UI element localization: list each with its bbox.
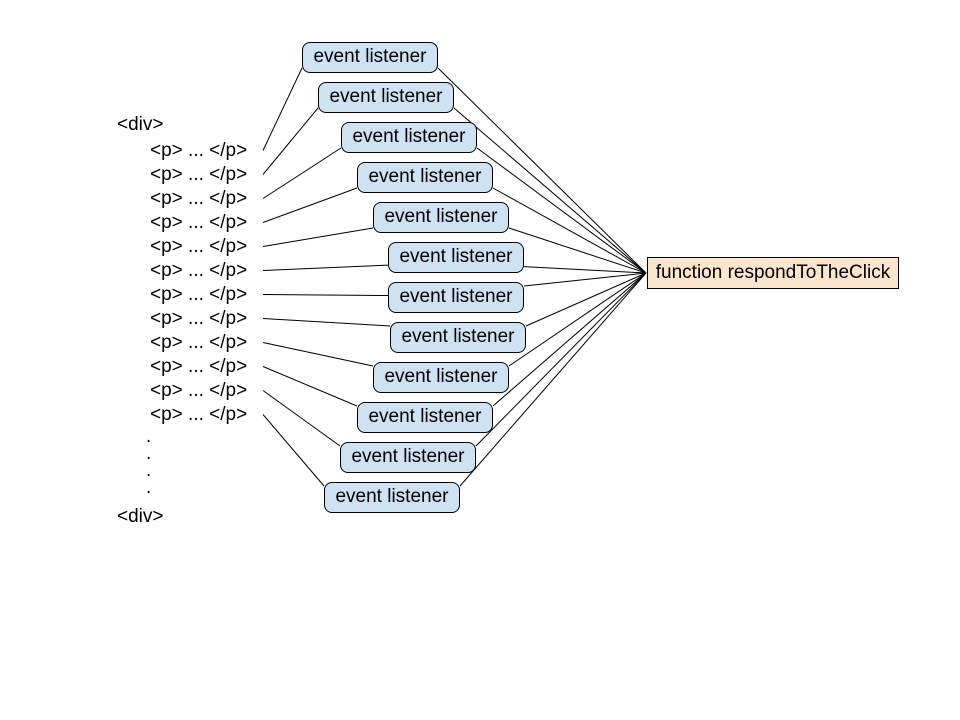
- connector-p-to-listener: [262, 366, 358, 407]
- connector-listener-to-handler: [523, 266, 647, 274]
- event-listener-box: event listener: [373, 201, 509, 233]
- connector-listener-to-handler: [492, 272, 647, 407]
- event-listener-label: event listener: [313, 46, 427, 67]
- code-div-close-label: <div>: [117, 506, 164, 527]
- event-listener-box: event listener: [340, 441, 476, 473]
- event-listener-box: event listener: [388, 241, 524, 273]
- code-p-line: <p> ... </p>: [150, 211, 248, 233]
- connector-listener-to-handler: [459, 272, 647, 487]
- event-listener-box: event listener: [357, 401, 493, 433]
- event-listener-label: event listener: [384, 206, 498, 227]
- connector-listener-to-handler: [437, 67, 647, 274]
- code-p-line: <p> ... </p>: [150, 259, 248, 281]
- event-listener-label: event listener: [384, 366, 498, 387]
- event-listener-label: event listener: [368, 406, 482, 427]
- code-p-line: <p> ... </p>: [150, 379, 248, 401]
- code-p-line: <p> ... </p>: [150, 403, 248, 425]
- code-p-line: <p> ... </p>: [150, 355, 248, 377]
- event-listener-box: event listener: [357, 161, 493, 193]
- connector-listener-to-handler: [475, 272, 647, 447]
- connector-listener-to-handler: [508, 272, 647, 367]
- code-p-line: <p> ... </p>: [150, 307, 248, 329]
- event-listener-box: event listener: [341, 121, 477, 153]
- event-listener-label: event listener: [368, 166, 482, 187]
- event-listener-label: event listener: [399, 246, 513, 267]
- connector-p-to-listener: [262, 318, 391, 327]
- code-ellipsis-dot: .: [146, 477, 152, 498]
- code-div-open-label: <div>: [117, 114, 164, 135]
- connector-listener-to-handler: [523, 272, 647, 287]
- connector-p-to-listener: [262, 67, 303, 151]
- connector-listener-to-handler: [508, 227, 647, 274]
- connector-p-to-listener: [262, 147, 342, 199]
- connector-p-to-listener: [262, 390, 341, 447]
- connector-listener-to-handler: [492, 187, 647, 274]
- code-ellipsis-dot: .: [146, 426, 152, 447]
- event-listener-label: event listener: [351, 446, 465, 467]
- connector-p-to-listener: [262, 227, 374, 247]
- event-listener-box: event listener: [373, 361, 509, 393]
- event-listener-box: event listener: [324, 481, 460, 513]
- code-p-line: <p> ... </p>: [150, 139, 248, 161]
- handler-box: function respondToTheClick: [647, 257, 899, 289]
- event-listener-label: event listener: [401, 326, 515, 347]
- connector-p-to-listener: [262, 187, 358, 223]
- code-p-line: <p> ... </p>: [150, 283, 248, 305]
- connector-p-to-listener: [262, 107, 319, 175]
- event-listener-box: event listener: [388, 281, 524, 313]
- event-listener-label: event listener: [352, 126, 466, 147]
- event-listener-box: event listener: [302, 41, 438, 73]
- connector-p-to-listener: [262, 342, 374, 367]
- connector-p-to-listener: [262, 264, 389, 271]
- code-p-line: <p> ... </p>: [150, 331, 248, 353]
- code-ellipsis-dot: .: [146, 443, 152, 464]
- event-listener-label: event listener: [335, 486, 449, 507]
- code-p-line: <p> ... </p>: [150, 163, 248, 185]
- connector-listener-to-handler: [476, 147, 647, 274]
- event-listener-label: event listener: [399, 286, 513, 307]
- connector-listener-to-handler: [453, 107, 647, 274]
- connector-p-to-listener: [262, 294, 389, 296]
- code-ellipsis-dot: .: [146, 460, 152, 481]
- code-p-line: <p> ... </p>: [150, 235, 248, 257]
- code-p-line: <p> ... </p>: [150, 187, 248, 209]
- event-listener-box: event listener: [318, 81, 454, 113]
- connector-p-to-listener: [262, 414, 325, 487]
- event-listener-label: event listener: [329, 86, 443, 107]
- connector-listener-to-handler: [525, 272, 647, 327]
- handler-label: function respondToTheClick: [655, 262, 891, 283]
- event-listener-box: event listener: [390, 321, 526, 353]
